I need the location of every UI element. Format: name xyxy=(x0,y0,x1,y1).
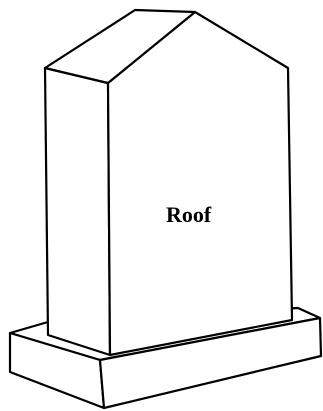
stone-front-face xyxy=(108,12,292,355)
upright-stone xyxy=(45,10,292,355)
roof-label: Roof xyxy=(166,202,212,227)
stone-left-face xyxy=(45,68,110,355)
